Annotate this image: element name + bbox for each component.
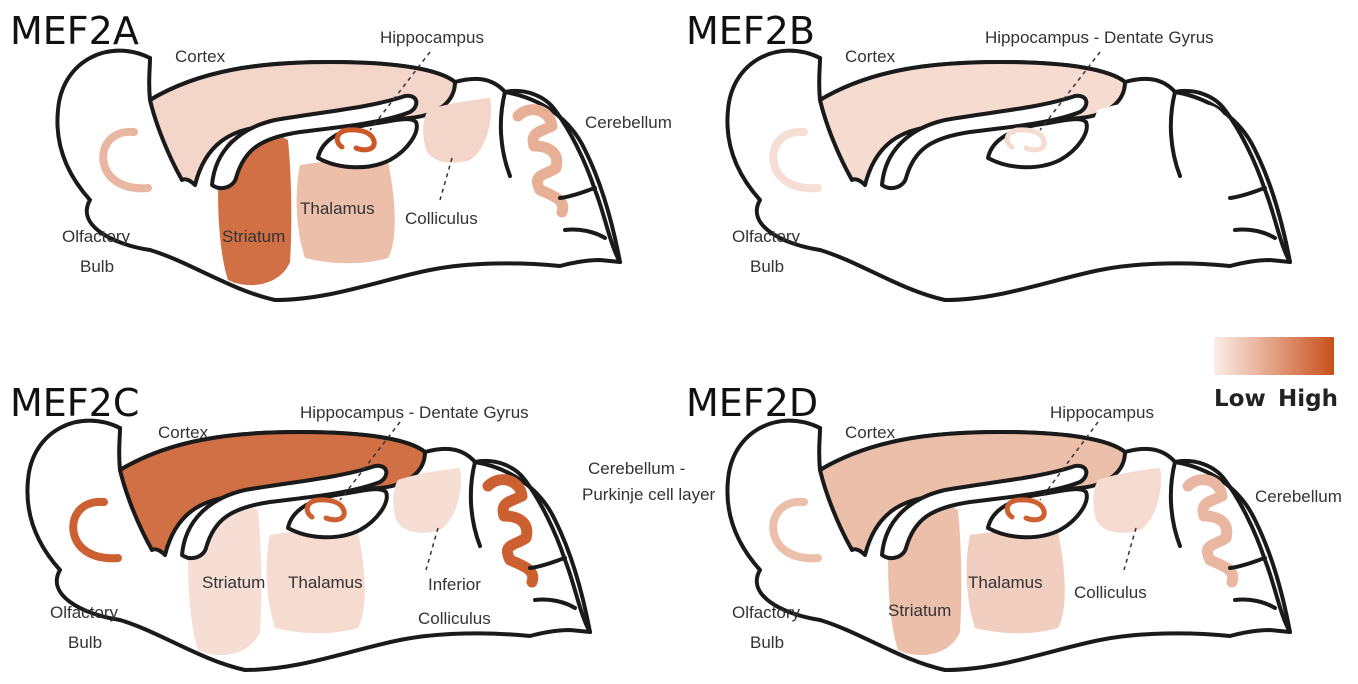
label-cortex: Cortex	[845, 423, 896, 442]
label-bulb: Bulb	[80, 257, 114, 276]
label-thalamus: Thalamus	[300, 199, 375, 218]
label-bulb: Bulb	[68, 633, 102, 652]
panel-title: MEF2A	[10, 9, 139, 53]
label-olfactory: Olfactory	[732, 603, 801, 622]
panel-mef2a: MEF2A Cortex Hippocampus Cerebellum Stri…	[10, 9, 672, 300]
panel-mef2c: MEF2C Cortex Hippocampus - Dentate Gyrus…	[10, 381, 716, 670]
label-striatum: Striatum	[888, 601, 951, 620]
label-hippocampus: Hippocampus	[380, 28, 484, 47]
label-colliculus: Colliculus	[405, 209, 478, 228]
brain-diagram	[727, 51, 1290, 300]
label-thalamus: Thalamus	[288, 573, 363, 592]
label-cerebellum: Cerebellum	[585, 113, 672, 132]
label-purkinje: Purkinje cell layer	[582, 485, 716, 504]
brain-diagram	[27, 421, 590, 670]
label-olfactory: Olfactory	[732, 227, 801, 246]
panel-mef2d: MEF2D Cortex Hippocampus Cerebellum Stri…	[686, 381, 1342, 670]
label-striatum: Striatum	[222, 227, 285, 246]
leader-line	[1124, 528, 1136, 570]
label-olfactory: Olfactory	[62, 227, 131, 246]
legend-high-label: High	[1278, 386, 1338, 412]
label-bulb: Bulb	[750, 257, 784, 276]
brain-diagram	[727, 421, 1290, 670]
brain-diagram	[57, 51, 620, 300]
panel-title: MEF2C	[10, 381, 139, 425]
label-cerebellum: Cerebellum -	[588, 459, 685, 478]
label-hippocampus: Hippocampus - Dentate Gyrus	[985, 28, 1214, 47]
label-olfactory: Olfactory	[50, 603, 119, 622]
label-striatum: Striatum	[202, 573, 265, 592]
label-cerebellum: Cerebellum	[1255, 487, 1342, 506]
label-colliculus: Colliculus	[418, 609, 491, 628]
label-bulb: Bulb	[750, 633, 784, 652]
panel-title: MEF2B	[686, 9, 815, 53]
label-cortex: Cortex	[845, 47, 896, 66]
legend-low-label: Low	[1214, 386, 1266, 412]
legend-gradient-bar	[1214, 337, 1334, 375]
legend: Low High	[1214, 337, 1338, 412]
leader-line	[440, 158, 452, 200]
label-hippocampus: Hippocampus - Dentate Gyrus	[300, 403, 529, 422]
label-cortex: Cortex	[158, 423, 209, 442]
panel-title: MEF2D	[686, 381, 818, 425]
label-thalamus: Thalamus	[968, 573, 1043, 592]
label-cortex: Cortex	[175, 47, 226, 66]
label-inferior: Inferior	[428, 575, 481, 594]
label-hippocampus: Hippocampus	[1050, 403, 1154, 422]
leader-line	[426, 528, 438, 570]
label-colliculus: Colliculus	[1074, 583, 1147, 602]
panel-mef2b: MEF2B Cortex Hippocampus - Dentate Gyrus…	[686, 9, 1290, 300]
